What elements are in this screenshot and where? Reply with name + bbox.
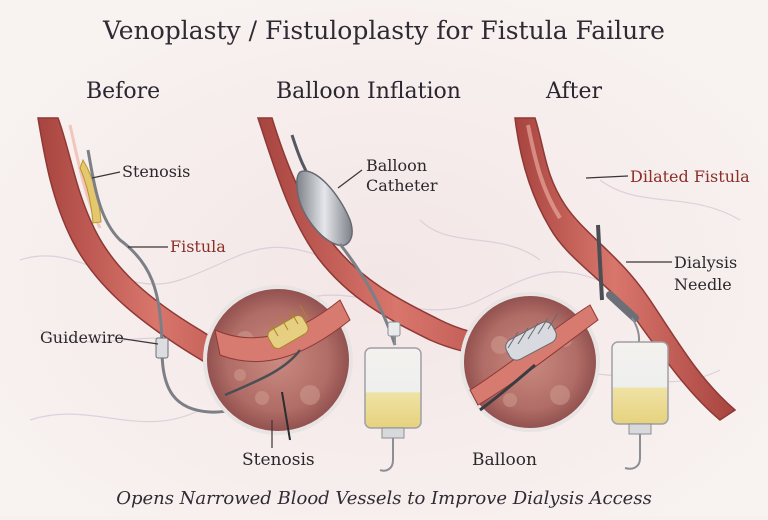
iv-bag-right	[611, 341, 669, 470]
magnified-balloon-view	[460, 292, 600, 432]
magnified-stenosis-view	[203, 285, 353, 441]
stenosis-plaque	[79, 158, 102, 224]
guidewire-hub	[155, 337, 169, 359]
page-title: Venoplasty / Fistuloplasty for Fistula F…	[103, 16, 665, 45]
caption: Opens Narrowed Blood Vessels to Improve …	[116, 488, 652, 509]
label-dialysis-needle-line2: Needle	[674, 275, 732, 294]
label-dilated-fistula: Dilated Fistula	[630, 167, 750, 186]
label-balloon-catheter-line1: Balloon	[366, 156, 428, 175]
label-stenosis-bottom: Stenosis	[242, 450, 315, 470]
label-dialysis-needle-line1: Dialysis	[674, 253, 738, 272]
label-balloon-bottom: Balloon	[472, 450, 537, 470]
label-guidewire: Guidewire	[40, 328, 124, 347]
leader-lines	[91, 169, 672, 448]
label-balloon-catheter-line2: Catheter	[366, 176, 438, 195]
panel-heading-after: After	[546, 79, 603, 104]
label-fistula: Fistula	[170, 237, 226, 256]
after-vessel	[514, 117, 737, 421]
panel-heading-before: Before	[86, 79, 161, 104]
balloon-catheter	[290, 134, 397, 346]
iv-bag-left	[364, 321, 422, 472]
panel-heading-inflation: Balloon Inflation	[276, 79, 461, 104]
label-stenosis-top: Stenosis	[122, 162, 191, 181]
